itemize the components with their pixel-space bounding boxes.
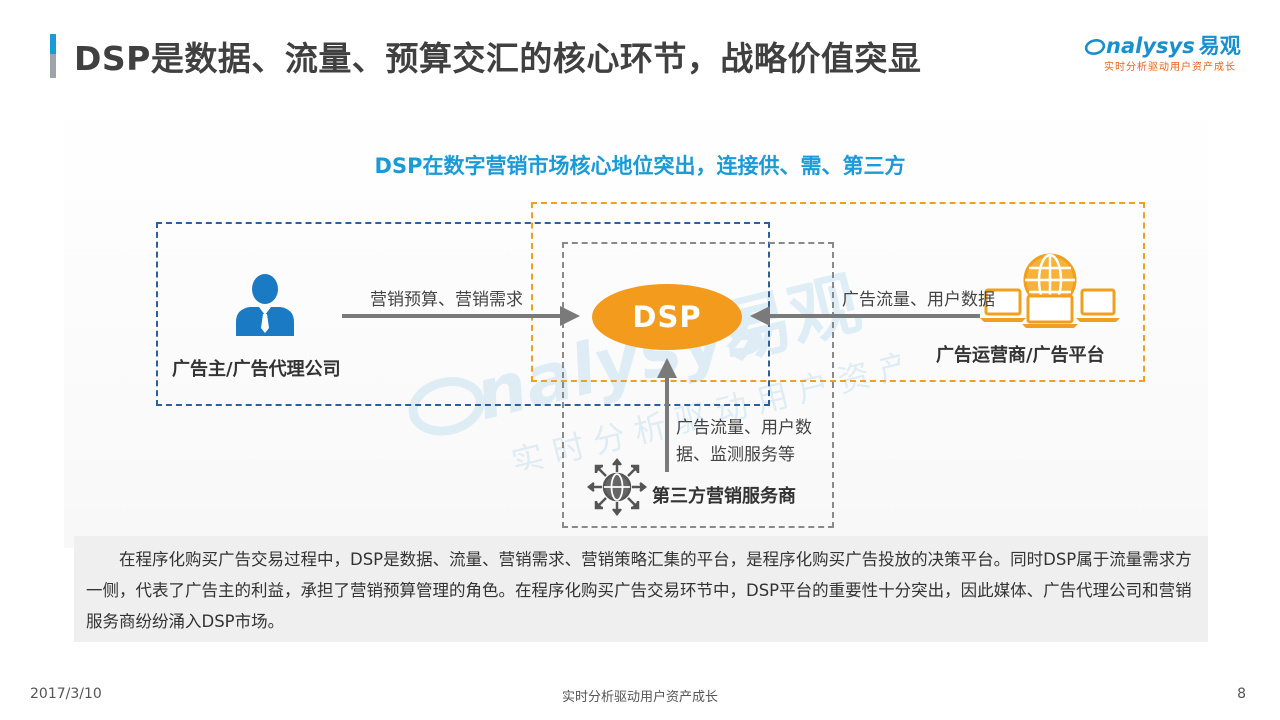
edge-label-operator: 广告流量、用户数据 <box>842 290 995 310</box>
logo-text: nalysys <box>1106 34 1195 58</box>
edge-label-advertiser: 营销预算、营销需求 <box>370 290 523 310</box>
edge-label-third-party-line2: 据、监测服务等 <box>676 445 795 465</box>
third-party-label: 第三方营销服务商 <box>652 486 796 507</box>
operator-label: 广告运营商/广告平台 <box>936 345 1105 366</box>
description-text: 在程序化购买广告交易过程中，DSP是数据、流量、营销需求、营销策略汇集的平台，是… <box>86 550 1192 631</box>
description-box: 在程序化购买广告交易过程中，DSP是数据、流量、营销需求、营销策略汇集的平台，是… <box>74 536 1208 642</box>
operator-group-box <box>531 202 1145 382</box>
advertiser-label: 广告主/广告代理公司 <box>172 359 341 380</box>
title-accent-bar <box>50 34 56 78</box>
footer-tagline: 实时分析驱动用户资产成长 <box>561 690 718 705</box>
diagram-subtitle: DSP在数字营销市场核心地位突出，连接供、需、第三方 <box>374 154 906 178</box>
advertiser-person-icon <box>236 274 294 336</box>
page-number: 8 <box>1237 686 1246 702</box>
logo-cn-text: 易观 <box>1198 34 1241 58</box>
footer-date: 2017/3/10 <box>30 686 102 702</box>
logo-tagline: 实时分析驱动用户资产成长 <box>1104 62 1236 73</box>
third-party-group-box <box>562 242 834 528</box>
page-title: DSP是数据、流量、预算交汇的核心环节，战略价值突显 <box>74 39 922 78</box>
third-party-network-icon <box>586 457 648 517</box>
logo-swoosh-icon <box>1084 39 1106 55</box>
edge-label-third-party-line1: 广告流量、用户数 <box>676 418 812 438</box>
operator-globe-devices-icon <box>980 253 1120 328</box>
dsp-node: DSP <box>592 284 742 350</box>
